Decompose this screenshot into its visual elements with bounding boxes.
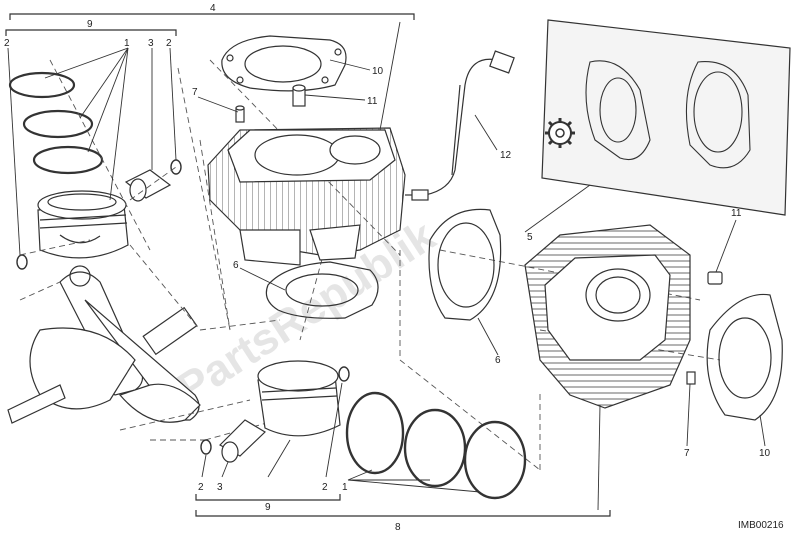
head-gasket-top: [221, 35, 347, 92]
label-10-a: 10: [372, 66, 384, 77]
label-7-a: 7: [192, 87, 198, 98]
bracket-9-top: [5, 29, 177, 36]
label-1-a: 1: [124, 38, 130, 49]
piston-rings-upper: [8, 71, 104, 175]
crankshaft: [7, 265, 201, 424]
circlip-lower-right: [338, 366, 350, 382]
circlip-lower-left: [200, 439, 212, 455]
label-2-d: 2: [322, 482, 328, 493]
label-2-a: 2: [4, 38, 10, 49]
bracket-8-bottom: [195, 510, 611, 517]
label-6-b: 6: [495, 355, 501, 366]
label-10-b: 10: [759, 448, 771, 459]
dowel-left: [235, 105, 245, 123]
bracket-9-bottom: [195, 494, 341, 501]
label-4: 4: [210, 3, 216, 14]
dowel-right: [707, 271, 723, 285]
piston-upper: [37, 190, 129, 259]
label-2-b: 2: [166, 38, 172, 49]
label-2-c: 2: [198, 482, 204, 493]
temperature-sensor: [405, 50, 515, 201]
gear-icon: [545, 118, 575, 148]
circlip-right: [170, 159, 182, 175]
piston-pin-upper: [124, 169, 172, 202]
label-9-bottom: 9: [265, 502, 271, 513]
cylinder-right: [524, 224, 691, 409]
label-5: 5: [527, 232, 533, 243]
cylinder-upper: [207, 127, 406, 266]
leader-lines: [7, 21, 766, 511]
gasket-kit-panel: [541, 19, 791, 216]
label-3-a: 3: [148, 38, 154, 49]
label-6-a: 6: [233, 260, 239, 271]
label-8: 8: [395, 522, 401, 533]
dowel-top: [292, 84, 306, 107]
label-9-top: 9: [87, 19, 93, 30]
label-12: 12: [500, 150, 512, 161]
label-1-b: 1: [342, 482, 348, 493]
label-3-b: 3: [217, 482, 223, 493]
head-gasket-middle: [428, 208, 502, 321]
label-11-a: 11: [367, 96, 378, 107]
bracket-4-top: [9, 13, 415, 20]
piston-lower: [257, 360, 341, 437]
piston-pin-lower: [219, 419, 266, 463]
label-11-b: 11: [731, 208, 742, 219]
label-7-b: 7: [684, 448, 690, 459]
head-gasket-right: [706, 293, 783, 421]
base-gasket-upper: [265, 261, 379, 319]
circlip-left: [16, 254, 28, 270]
piston-rings-lower: [345, 391, 527, 500]
diagram-code: IMB00216: [738, 520, 784, 531]
dowel-right-lower: [686, 371, 696, 385]
